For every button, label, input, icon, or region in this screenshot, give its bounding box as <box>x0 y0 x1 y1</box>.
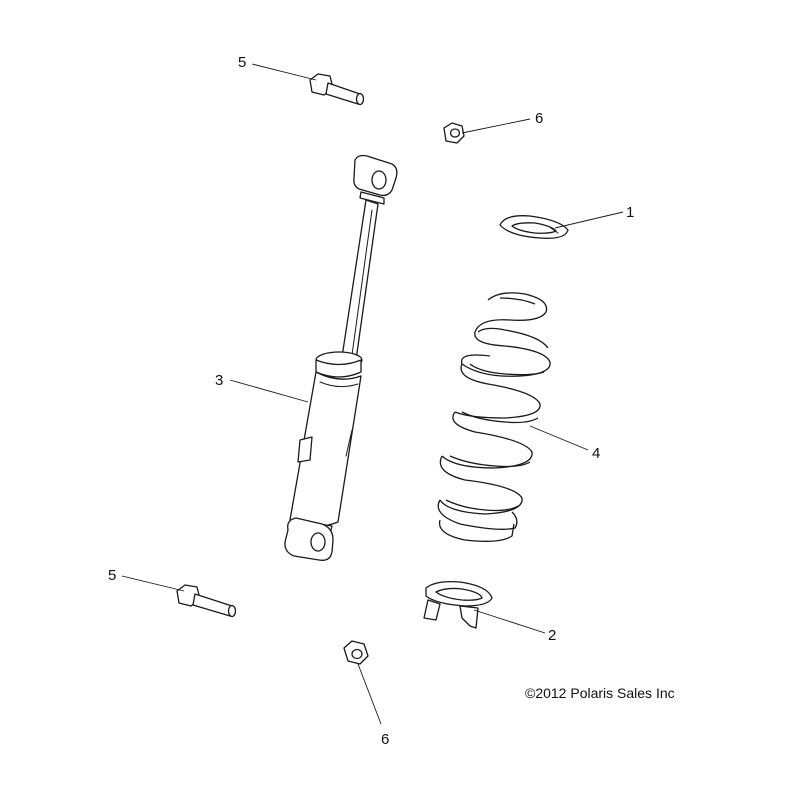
callout-3: 3 <box>215 372 223 389</box>
leader-6-top <box>461 118 531 134</box>
upper-spring-retainer <box>499 215 569 239</box>
bolt-top <box>309 73 365 106</box>
leader-5-top <box>251 63 317 81</box>
leader-1 <box>554 211 624 229</box>
callout-6-top: 6 <box>535 110 543 127</box>
callout-5-top: 5 <box>238 54 246 71</box>
coil-spring <box>437 292 551 542</box>
copyright-notice: ©2012 Polaris Sales Inc <box>525 685 675 701</box>
callout-2: 2 <box>548 627 556 644</box>
lower-spring-retainer <box>423 580 493 629</box>
callout-6-bottom: 6 <box>381 731 389 748</box>
leader-3 <box>229 379 309 403</box>
leader-6-bottom <box>357 663 382 725</box>
leader-5-bottom <box>121 575 185 592</box>
nut-top <box>443 122 465 144</box>
callout-5-bottom: 5 <box>108 567 116 584</box>
leader-4 <box>529 425 589 451</box>
callout-4: 4 <box>592 445 600 462</box>
callout-1: 1 <box>626 204 634 221</box>
nut-bottom <box>343 640 369 665</box>
shock-absorber <box>284 154 398 561</box>
leader-2 <box>473 609 546 634</box>
bolt-bottom <box>176 584 237 618</box>
